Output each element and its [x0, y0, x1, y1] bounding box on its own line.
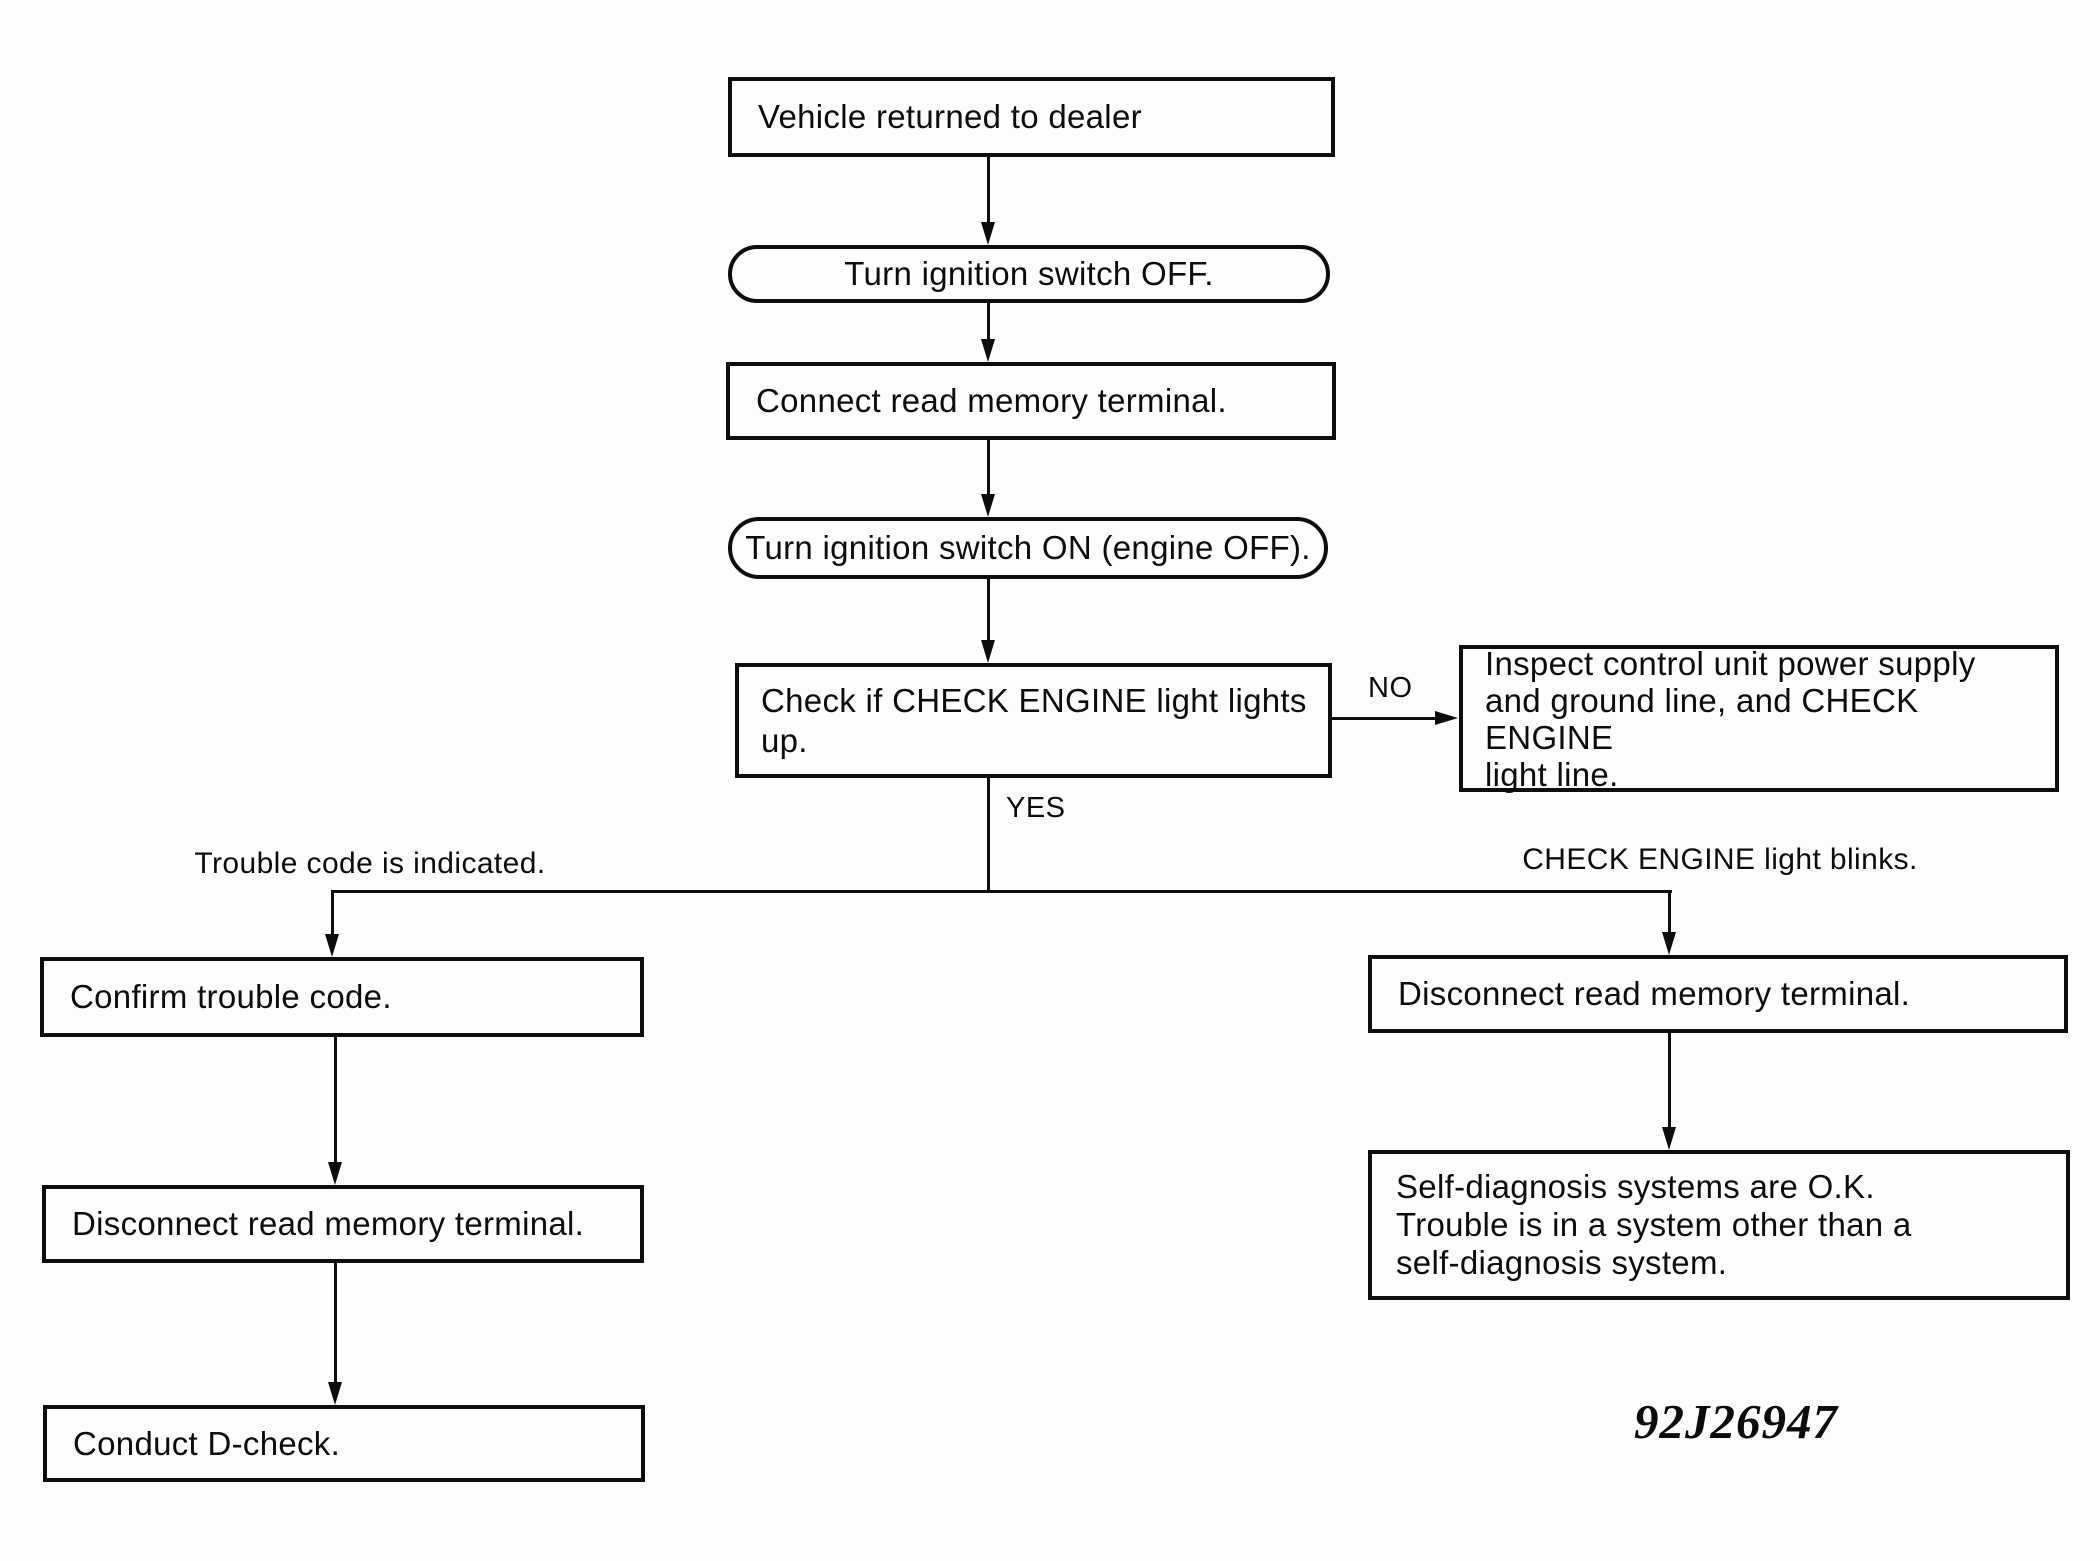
node-check-engine-light: Check if CHECK ENGINE light lights up.: [735, 663, 1332, 778]
node-connect-read-memory: Connect read memory terminal.: [726, 362, 1336, 440]
connector-confirm-to-disconnect: [334, 1037, 337, 1162]
branch-label-light-blinks: CHECK ENGINE light blinks.: [1522, 843, 1918, 876]
node-disconnect-right: Disconnect read memory terminal.: [1368, 955, 2068, 1033]
connector-disconnect-to-selfdiag: [1668, 1033, 1671, 1128]
node-self-diagnosis-ok: Self-diagnosis systems are O.K. Trouble …: [1368, 1150, 2070, 1300]
connector-connect-to-ignition-on: [987, 440, 990, 497]
node-text-line: Inspect control unit power supply: [1485, 644, 1976, 682]
arrowhead-conduct-d-check: [328, 1382, 342, 1405]
connector-branch-split: [331, 890, 1672, 893]
connector-yes-drop: [987, 778, 990, 893]
node-text: Connect read memory terminal.: [756, 382, 1227, 419]
arrowhead-ignition-on: [981, 494, 995, 517]
node-ignition-off: Turn ignition switch OFF.: [728, 245, 1330, 303]
branch-label-trouble-code: Trouble code is indicated.: [194, 847, 546, 880]
node-text: Disconnect read memory terminal.: [72, 1205, 585, 1242]
arrowhead-self-diagnosis: [1662, 1127, 1676, 1150]
node-text: Turn ignition switch ON (engine OFF).: [745, 529, 1311, 566]
node-confirm-trouble-code: Confirm trouble code.: [40, 957, 644, 1037]
node-vehicle-returned: Vehicle returned to dealer: [728, 77, 1335, 157]
node-ignition-on: Turn ignition switch ON (engine OFF).: [728, 517, 1328, 579]
connector-no-branch: [1332, 717, 1438, 720]
arrowhead-inspect-unit: [1435, 711, 1458, 725]
connector-start-to-ignition-off: [987, 157, 990, 225]
node-disconnect-left: Disconnect read memory terminal.: [42, 1185, 644, 1263]
edge-label-yes: YES: [1006, 792, 1066, 824]
arrowhead-connect-terminal: [981, 339, 995, 362]
connector-ignition-on-to-check: [987, 579, 990, 643]
connector-right-drop: [1668, 890, 1671, 933]
node-text-line: and ground line, and CHECK ENGINE: [1485, 681, 1919, 756]
node-text-line: up.: [761, 721, 808, 759]
edge-label-no: NO: [1368, 672, 1413, 704]
arrowhead-confirm-code: [325, 934, 339, 957]
node-text-line: self-diagnosis system.: [1396, 1244, 1728, 1281]
node-text-line: light line.: [1485, 755, 1619, 793]
node-conduct-d-check: Conduct D-check.: [43, 1405, 645, 1482]
figure-id: 92J26947: [1634, 1394, 1838, 1449]
connector-ignition-off-to-connect: [987, 303, 990, 342]
node-text-line: Trouble is in a system other than a: [1396, 1206, 1912, 1243]
node-text: Conduct D-check.: [73, 1424, 341, 1462]
arrowhead-check-light: [981, 640, 995, 663]
node-text: Disconnect read memory terminal.: [1398, 975, 1911, 1012]
node-text: Confirm trouble code.: [70, 978, 392, 1015]
connector-left-drop: [331, 890, 334, 935]
arrowhead-disconnect-right: [1662, 932, 1676, 955]
connector-disconnect-to-dcheck: [334, 1263, 337, 1383]
arrowhead-disconnect-left: [328, 1162, 342, 1185]
node-text-line: Self-diagnosis systems are O.K.: [1396, 1168, 1875, 1205]
arrowhead-ignition-off: [981, 222, 995, 245]
node-text: Vehicle returned to dealer: [758, 98, 1142, 135]
node-text: Turn ignition switch OFF.: [844, 255, 1214, 292]
node-text-line: Check if CHECK ENGINE light lights: [761, 681, 1307, 719]
node-inspect-control-unit: Inspect control unit power supply and gr…: [1459, 644, 2059, 793]
